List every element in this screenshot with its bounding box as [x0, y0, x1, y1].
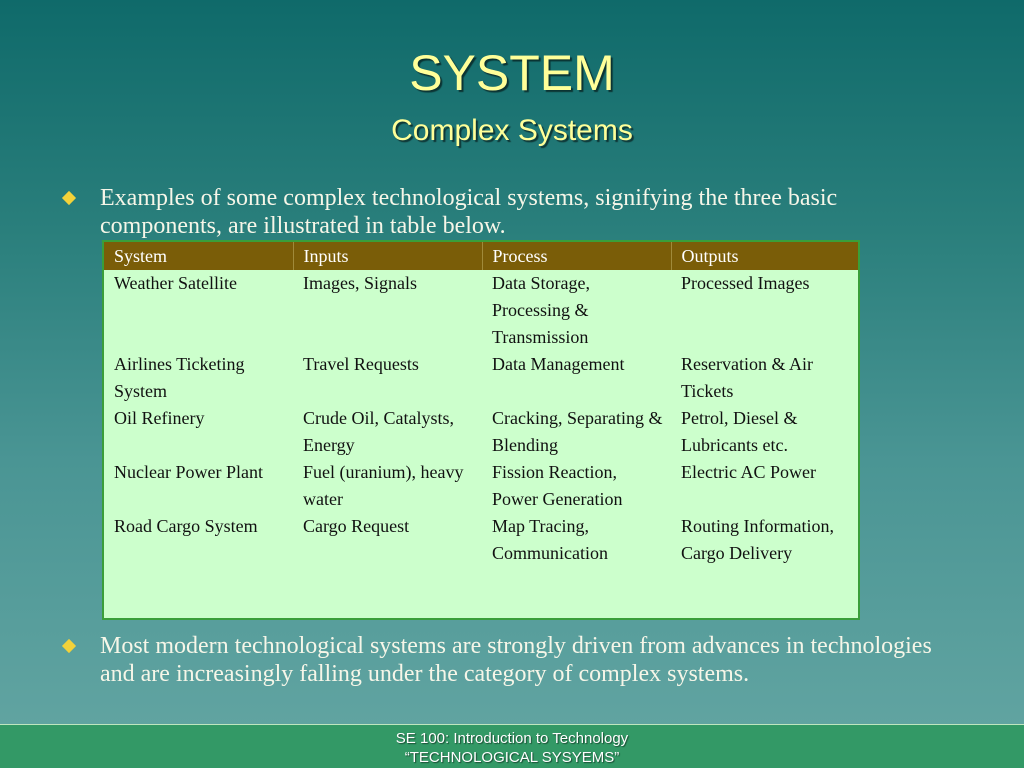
table-cell: Weather Satellite: [114, 273, 237, 293]
table-cell: Nuclear Power Plant: [114, 462, 263, 482]
footer-topic: “TECHNOLOGICAL SYSYEMS”: [404, 749, 620, 766]
table-cell: Cargo Request: [303, 516, 410, 536]
slide-subtitle: Complex Systems: [391, 114, 633, 147]
slide-footer: SE 100: Introduction to Technology “TECH…: [0, 724, 1024, 768]
header-outputs: Outputs: [671, 242, 858, 270]
table-cell: Routing Information, Cargo Delivery: [681, 516, 834, 563]
table-cell: Data Storage, Processing & Transmission: [492, 273, 590, 347]
table-cell: Cracking, Separating & Blending: [492, 408, 663, 455]
table-row: Airlines Ticketing System Travel Request…: [104, 351, 858, 405]
table-row: Nuclear Power Plant Fuel (uranium), heav…: [104, 459, 858, 513]
footer-course-title: SE 100: Introduction to Technology: [395, 730, 629, 747]
table-cell: Processed Images: [681, 273, 810, 293]
table-cell: Crude Oil, Catalysts, Energy: [303, 408, 454, 455]
bullet-text: Examples of some complex technological s…: [100, 185, 838, 239]
diamond-bullet-icon: [61, 638, 77, 654]
table-row: Weather Satellite Images, Signals Data S…: [104, 270, 858, 351]
header-inputs: Inputs: [293, 242, 483, 270]
table-cell: Map Tracing, Communication: [492, 516, 608, 563]
slide-title: SYSTEM: [409, 45, 615, 101]
table-cell: Reservation & Air Tickets: [681, 354, 813, 401]
table-cell: Road Cargo System: [114, 516, 258, 536]
table-cell: Data Management: [492, 354, 625, 374]
table-header-row: System Inputs Process Outputs: [104, 242, 858, 270]
bullet-item: Examples of some complex technological s…: [61, 184, 964, 240]
table-cell: Airlines Ticketing System: [114, 354, 245, 401]
header-process: Process: [482, 242, 672, 270]
table-cell: Travel Requests: [303, 354, 419, 374]
table-row: Oil Refinery Crude Oil, Catalysts, Energ…: [104, 405, 858, 459]
table-cell: Fission Reaction, Power Generation: [492, 462, 623, 509]
bullet-item: Most modern technological systems are st…: [61, 632, 964, 688]
table-cell: Fuel (uranium), heavy water: [303, 462, 464, 509]
table-cell: Oil Refinery: [114, 408, 205, 428]
table-cell: Electric AC Power: [681, 462, 816, 482]
systems-table: System Inputs Process Outputs Weather Sa…: [102, 240, 860, 620]
table-cell: Petrol, Diesel & Lubricants etc.: [681, 408, 798, 455]
diamond-bullet-icon: [61, 190, 77, 206]
table-cell: Images, Signals: [303, 273, 417, 293]
bullet-text: Most modern technological systems are st…: [100, 633, 932, 687]
table-row: Road Cargo System Cargo Request Map Trac…: [104, 513, 858, 567]
header-system: System: [104, 242, 294, 270]
